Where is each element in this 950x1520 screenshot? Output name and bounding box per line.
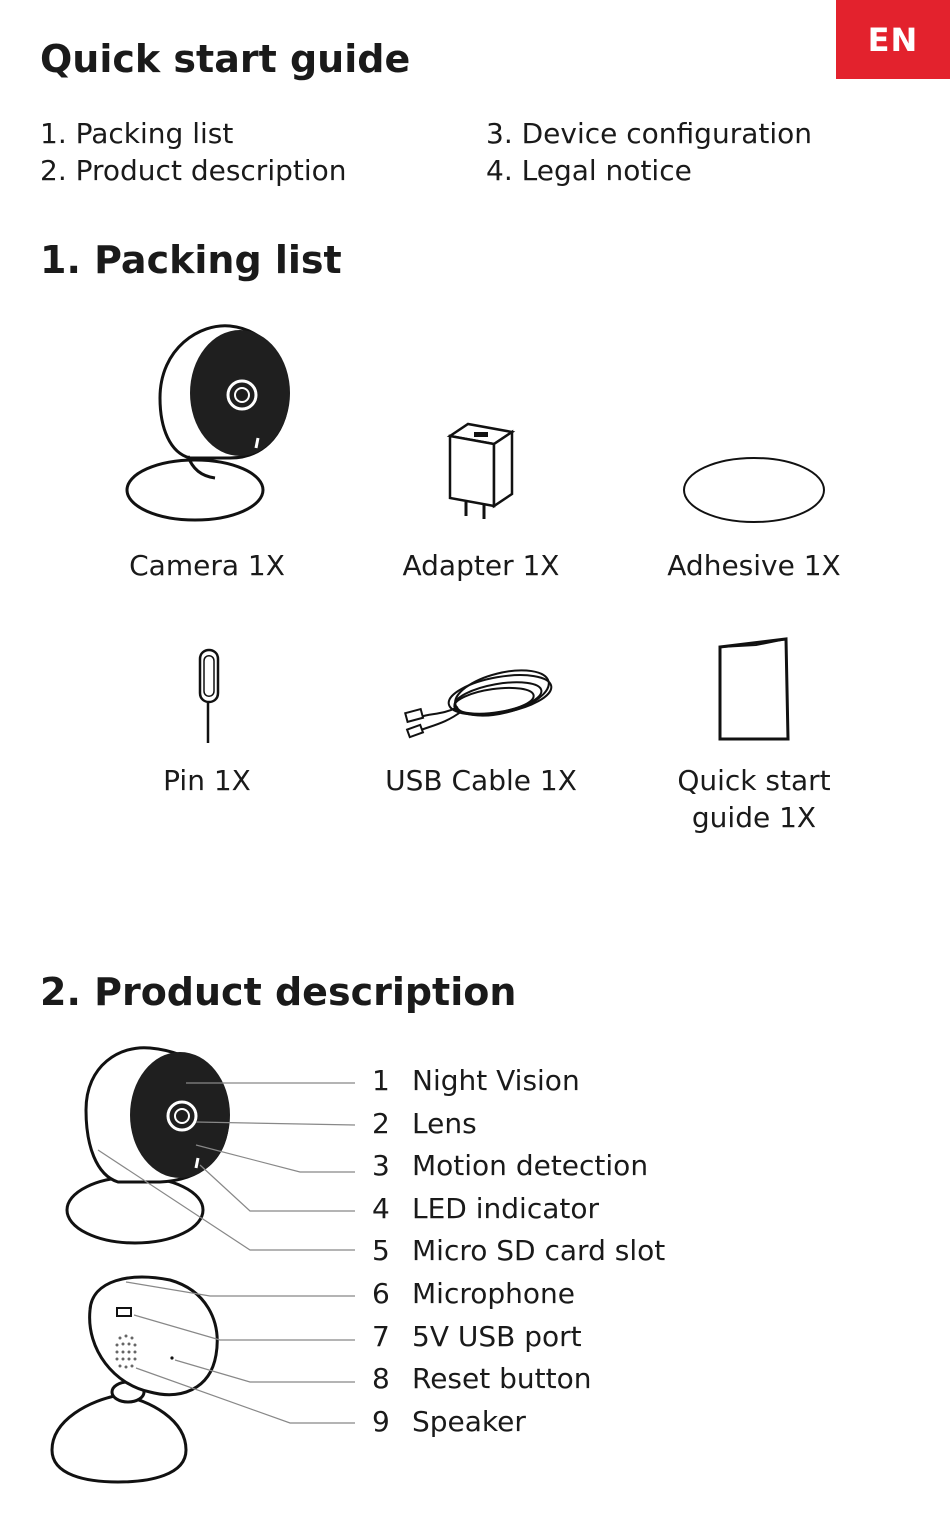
part-label: LED indicator [412,1192,600,1225]
toc-column-left: 1. Packing list 2. Product description [40,115,347,189]
toc-column-right: 3. Device configuration 4. Legal notice [486,115,812,189]
booklet-icon [718,637,790,741]
part-label: Motion detection [412,1149,649,1182]
part-item-microphone: 6 Microphone [372,1274,575,1314]
part-item-micro-sd-slot: 5 Micro SD card slot [372,1231,665,1271]
part-item-speaker: 9 Speaker [372,1402,526,1442]
part-number: 8 [372,1362,390,1395]
part-label: Micro SD card slot [412,1234,666,1267]
packing-item-label: Camera 1X [129,549,285,582]
part-label: Speaker [412,1405,526,1438]
part-label: Lens [412,1107,477,1140]
part-number: 2 [372,1107,390,1140]
packing-item-label: Adapter 1X [402,549,560,582]
camera-diagram-icon [50,1046,356,1484]
toc-item-packing-list: 1. Packing list [40,117,234,150]
toc-item-device-configuration: 3. Device configuration [486,117,813,150]
part-item-usb-port: 7 5V USB port [372,1317,582,1357]
part-number: 3 [372,1149,390,1182]
adhesive-icon [683,457,825,523]
packing-item-label: Pin 1X [163,764,251,797]
packing-item-label: Quick start guide 1X [677,764,831,834]
part-item-motion-detection: 3 Motion detection [372,1146,648,1186]
packing-item-label: USB Cable 1X [385,764,577,797]
language-badge: EN [836,0,950,79]
page-title: Quick start guide [40,37,411,81]
part-item-reset-button: 8 Reset button [372,1359,591,1399]
part-label: Reset button [412,1362,592,1395]
part-number: 1 [372,1064,390,1097]
packing-list-heading: 1. Packing list [40,238,342,282]
packing-item-label: Adhesive 1X [667,549,841,582]
part-number: 7 [372,1320,390,1353]
part-number: 9 [372,1405,390,1438]
pin-icon [198,648,220,743]
part-number: 6 [372,1277,390,1310]
part-item-night-vision: 1 Night Vision [372,1061,580,1101]
camera-icon [125,324,290,522]
part-label: Microphone [412,1277,575,1310]
product-description-heading: 2. Product description [40,970,517,1014]
toc-item-product-description: 2. Product description [40,154,347,187]
part-label: 5V USB port [412,1320,582,1353]
usb-cable-icon [404,669,553,739]
toc-item-legal-notice: 4. Legal notice [486,154,692,187]
part-item-led-indicator: 4 LED indicator [372,1189,599,1229]
adapter-icon [446,422,516,519]
part-label: Night Vision [412,1064,580,1097]
part-number: 5 [372,1234,390,1267]
part-item-lens: 2 Lens [372,1104,477,1144]
part-number: 4 [372,1192,390,1225]
